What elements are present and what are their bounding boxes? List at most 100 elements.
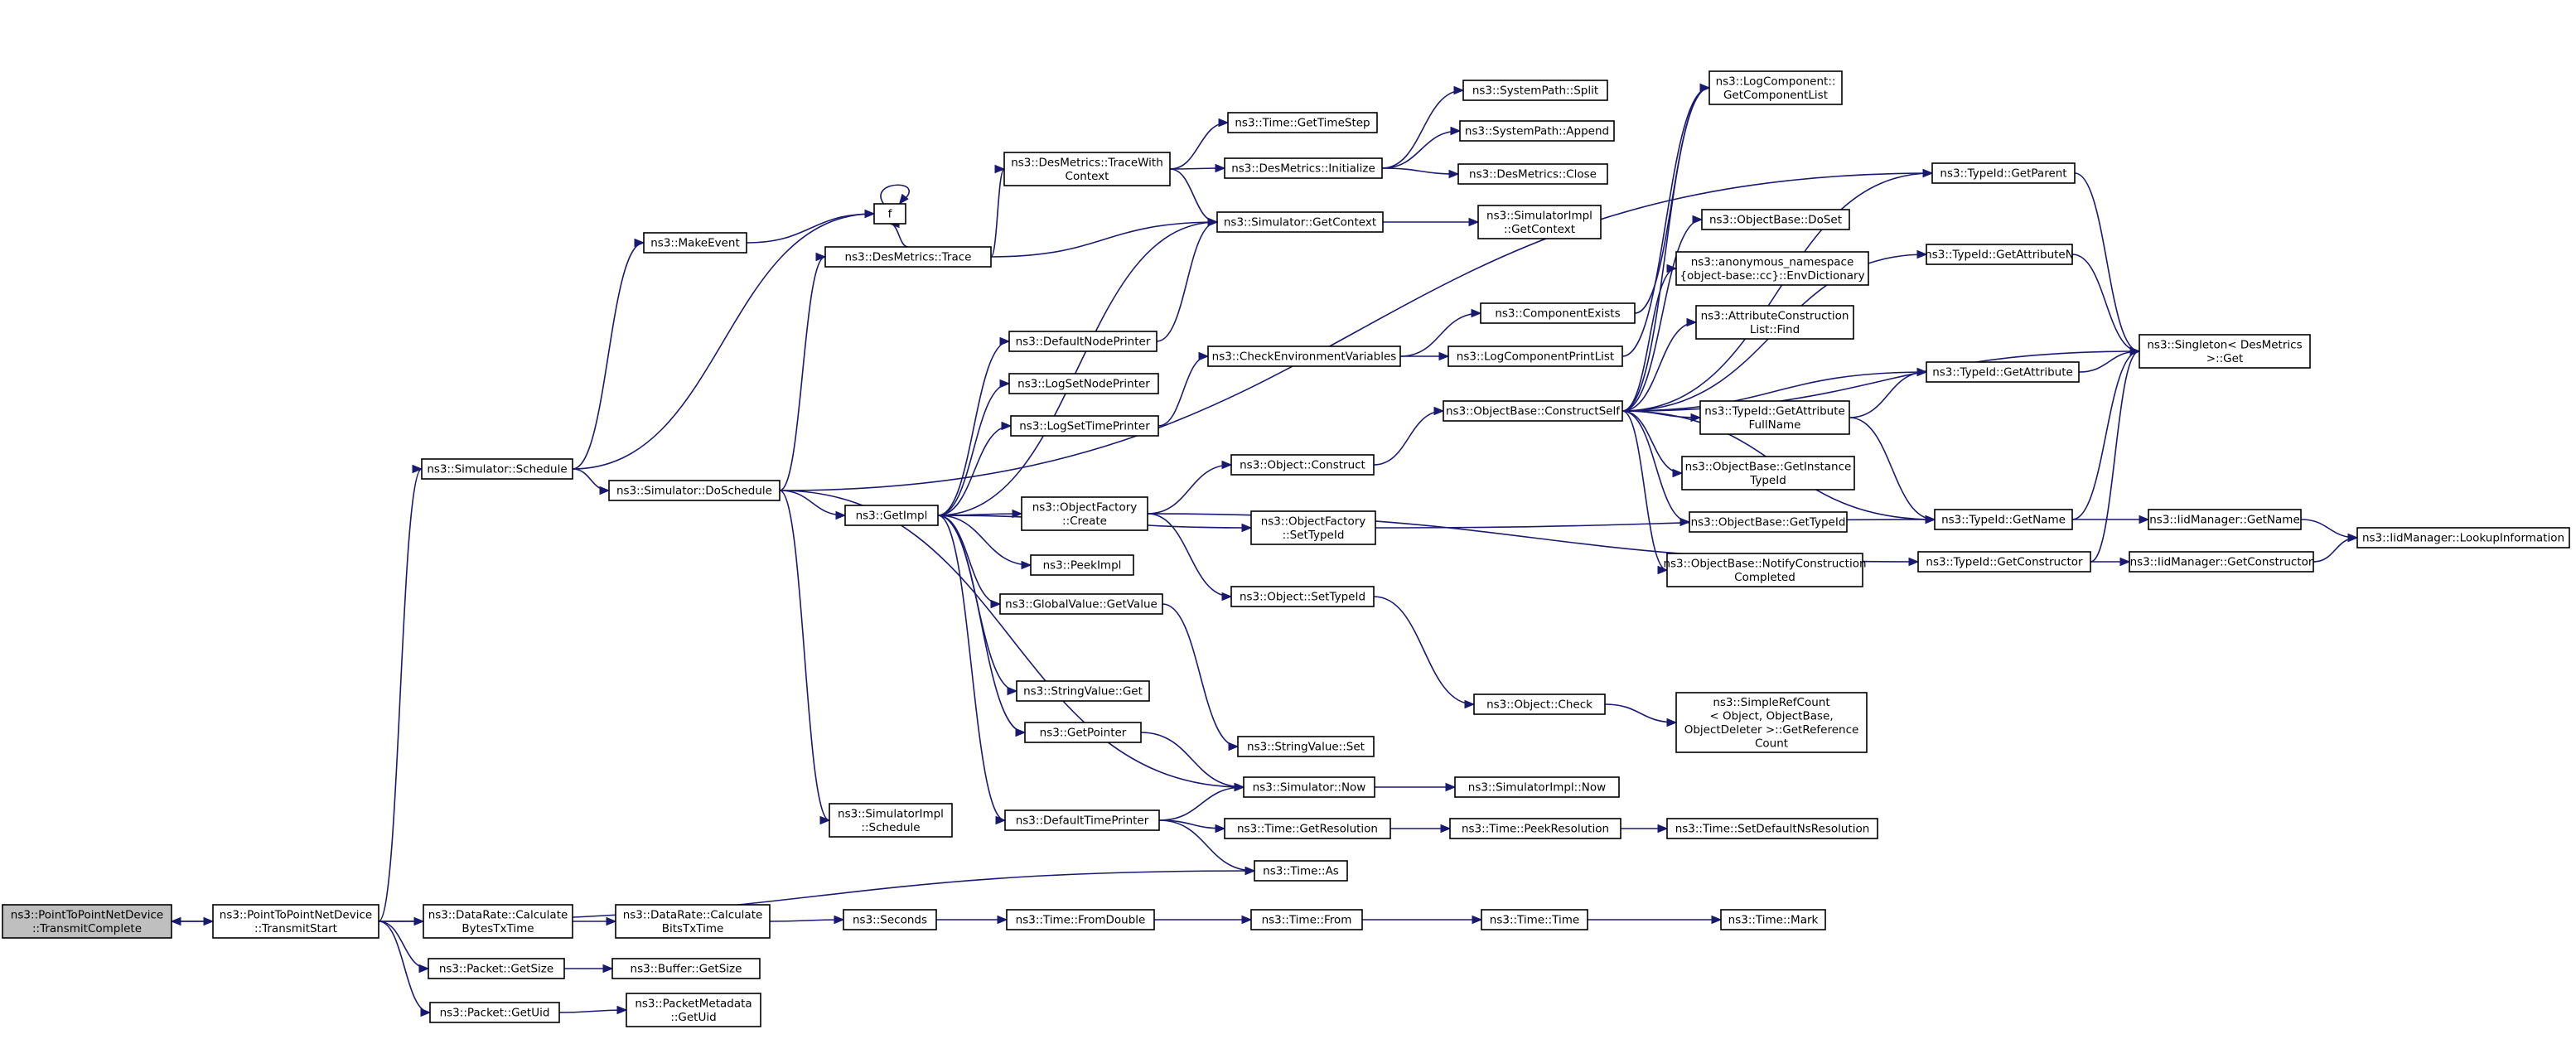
- node-box: [1024, 722, 1142, 743]
- function-node-timefrom[interactable]: ns3::Time::From: [1250, 909, 1363, 930]
- function-node-obgettid[interactable]: ns3::ObjectBase::GetTypeId: [1689, 511, 1848, 533]
- function-node-f[interactable]: f: [873, 203, 906, 225]
- function-node-simimplnow[interactable]: ns3::SimulatorImpl::Now: [1454, 776, 1620, 798]
- node-box: [611, 958, 761, 979]
- function-node-logcompprint[interactable]: ns3::LogComponentPrintList: [1447, 346, 1623, 367]
- function-node-objconstruct[interactable]: ns3::Object::Construct: [1230, 454, 1375, 476]
- node-label: ns3::DefaultNodePrinter: [1016, 336, 1151, 349]
- function-node-singleton[interactable]: ns3::Singleton< DesMetrics >::Get: [2139, 334, 2311, 369]
- node-label: ns3::Time::Mark: [1728, 914, 1819, 927]
- function-node-obconstructself[interactable]: ns3::ObjectBase::ConstructSelf: [1443, 400, 1623, 422]
- function-node-objsettid[interactable]: ns3::Object::SetTypeId: [1230, 586, 1375, 607]
- function-node-dclose[interactable]: ns3::DesMetrics::Close: [1457, 163, 1608, 185]
- function-node-svget[interactable]: ns3::StringValue::Get: [1016, 680, 1150, 702]
- function-node-getpointer[interactable]: ns3::GetPointer: [1024, 722, 1142, 743]
- node-box: [1931, 162, 2076, 184]
- function-node-timeas[interactable]: ns3::Time::As: [1254, 860, 1348, 882]
- function-node-obnotify[interactable]: ns3::ObjectBase::NotifyConstructionCompl…: [1663, 553, 1867, 587]
- node-box: [2139, 334, 2311, 369]
- function-node-pmgetuid[interactable]: ns3::PacketMetadata::GetUid: [626, 993, 761, 1027]
- function-node-timesetdefns[interactable]: ns3::Time::SetDefaultNsResolution: [1666, 818, 1878, 839]
- function-node-dosched[interactable]: ns3::Simulator::DoSchedule: [608, 480, 781, 501]
- edge-arrowhead: [1012, 509, 1023, 519]
- function-node-obdoset[interactable]: ns3::ObjectBase::DoSet: [1701, 209, 1850, 230]
- function-node-gvgetvalue[interactable]: ns3::GlobalValue::GetValue: [999, 593, 1163, 615]
- edge-arrowhead: [1215, 163, 1226, 173]
- node-label: TypeId: [1749, 474, 1786, 487]
- function-node-dtrace[interactable]: ns3::DesMetrics::Trace: [824, 246, 992, 268]
- call-edge: [1381, 167, 1460, 179]
- function-node-simnow[interactable]: ns3::Simulator::Now: [1243, 776, 1375, 798]
- function-node-pktgetsize[interactable]: ns3::Packet::GetSize: [428, 958, 565, 979]
- function-node-simimplgetctx[interactable]: ns3::SimulatorImpl::GetContext: [1477, 205, 1602, 239]
- function-node-tidgetattr[interactable]: ns3::TypeId::GetAttribute: [1926, 361, 2080, 383]
- function-node-seconds[interactable]: ns3::Seconds: [843, 909, 937, 930]
- function-node-objfactcreate[interactable]: ns3::ObjectFactory::Create: [1021, 496, 1148, 531]
- node-label: ns3::AttributeConstruction: [1701, 309, 1849, 322]
- node-box: [1021, 496, 1148, 531]
- edge-line: [769, 919, 844, 922]
- node-box: [843, 909, 937, 930]
- function-node-deftimeprinter[interactable]: ns3::DefaultTimePrinter: [1004, 809, 1160, 831]
- function-node-spappend[interactable]: ns3::SystemPath::Append: [1459, 120, 1615, 142]
- function-node-iidgetconstructor[interactable]: ns3::IidManager::GetConstructor: [2129, 551, 2314, 573]
- function-node-sched[interactable]: ns3::Simulator::Schedule: [421, 458, 573, 480]
- function-node-simgetctx[interactable]: ns3::Simulator::GetContext: [1216, 211, 1384, 233]
- function-node-makeev[interactable]: ns3::MakeEvent: [643, 232, 747, 254]
- function-node-tc[interactable]: ns3::PointToPointNetDevice::TransmitComp…: [2, 904, 172, 939]
- node-box: [1462, 80, 1608, 101]
- function-node-getimpl[interactable]: ns3::GetImpl: [844, 505, 939, 526]
- function-node-timegetres[interactable]: ns3::Time::GetResolution: [1224, 818, 1391, 839]
- function-node-peekimpl[interactable]: ns3::PeekImpl: [1030, 554, 1134, 576]
- node-box: [1030, 554, 1134, 576]
- function-node-tidgetconstructor[interactable]: ns3::TypeId::GetConstructor: [1917, 551, 2091, 573]
- call-edge: [1147, 460, 1233, 515]
- function-node-timepeekres[interactable]: ns3::Time::PeekResolution: [1449, 818, 1621, 839]
- function-node-timetime[interactable]: ns3::Time::Time: [1481, 909, 1588, 930]
- node-label: ns3::Time::As: [1263, 865, 1339, 878]
- function-node-timemark[interactable]: ns3::Time::Mark: [1720, 909, 1826, 930]
- function-node-envdict[interactable]: ns3::anonymous_namespace{object-base::cc…: [1675, 251, 1869, 286]
- function-node-objcheck[interactable]: ns3::Object::Check: [1473, 693, 1606, 715]
- function-node-compexists[interactable]: ns3::ComponentExists: [1480, 302, 1636, 324]
- function-node-logcomplist[interactable]: ns3::LogComponent::GetComponentList: [1708, 70, 1843, 105]
- edge-line: [990, 168, 1005, 258]
- function-node-logsettimeprinter[interactable]: ns3::LogSetTimePrinter: [1010, 415, 1159, 437]
- node-box: [1926, 361, 2080, 383]
- function-node-timefromdouble[interactable]: ns3::Time::FromDouble: [1006, 909, 1155, 930]
- edge-arrowhead: [1215, 824, 1226, 834]
- function-node-defnodeprinter[interactable]: ns3::DefaultNodePrinter: [1008, 331, 1158, 352]
- edge-line: [572, 468, 610, 491]
- call-edge: [1169, 168, 1219, 227]
- edge-line: [1621, 268, 1677, 412]
- function-node-objfactsettid[interactable]: ns3::ObjectFactory::SetTypeId: [1250, 510, 1376, 545]
- node-box: [1003, 152, 1171, 186]
- function-node-ts[interactable]: ns3::PointToPointNetDevice::TransmitStar…: [212, 904, 379, 939]
- function-node-pktgetuid[interactable]: ns3::Packet::GetUid: [429, 1002, 560, 1023]
- node-label: ns3::MakeEvent: [650, 237, 740, 250]
- function-node-tidgetparent[interactable]: ns3::TypeId::GetParent: [1931, 162, 2076, 184]
- function-node-tidgetattrn[interactable]: ns3::TypeId::GetAttributeN: [1925, 244, 2074, 265]
- function-node-simimplsched[interactable]: ns3::SimulatorImpl::Schedule: [829, 803, 953, 838]
- function-node-iidgetname[interactable]: ns3::IidManager::GetName: [2148, 509, 2302, 530]
- function-node-svset[interactable]: ns3::StringValue::Set: [1237, 736, 1375, 757]
- function-node-checkenv[interactable]: ns3::CheckEnvironmentVariables: [1207, 346, 1401, 367]
- function-node-iidlookup[interactable]: ns3::IidManager::LookupInformation: [2356, 527, 2570, 548]
- function-node-dinit[interactable]: ns3::DesMetrics::Initialize: [1224, 157, 1383, 179]
- node-box: [1701, 209, 1850, 230]
- function-node-bufgetsize[interactable]: ns3::Buffer::GetSize: [611, 958, 761, 979]
- function-node-tidgetname[interactable]: ns3::TypeId::GetName: [1934, 509, 2073, 530]
- node-box: [1457, 163, 1608, 185]
- function-node-gettimestep[interactable]: ns3::Time::GetTimeStep: [1227, 112, 1378, 133]
- function-node-spsplit[interactable]: ns3::SystemPath::Split: [1462, 80, 1608, 101]
- function-node-simplerefcount[interactable]: ns3::SimpleRefCount< Object, ObjectBase,…: [1675, 692, 1868, 753]
- function-node-logsetnodeprinter[interactable]: ns3::LogSetNodePrinter: [1008, 373, 1159, 394]
- edge-arrowhead: [606, 916, 617, 926]
- edge-arrowhead: [994, 164, 1006, 174]
